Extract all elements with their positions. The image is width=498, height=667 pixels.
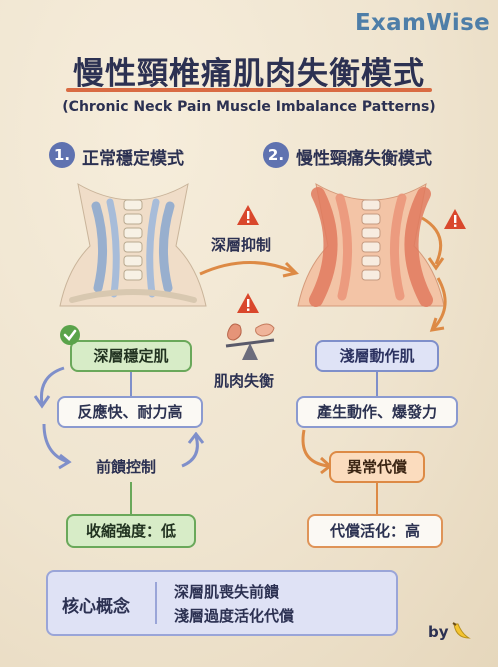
- section-2-number: 2.: [263, 142, 289, 168]
- abnormal-compensation-box: 異常代償: [329, 451, 425, 483]
- curved-arrow-icon: [421, 216, 447, 332]
- imbalanced-neck-illustration: [297, 183, 445, 307]
- core-concept-box: 核心概念 深層肌喪失前饋 淺層過度活化代償: [46, 570, 398, 636]
- warning-icon: [237, 293, 259, 313]
- section-1-heading: 正常穩定模式: [82, 149, 184, 169]
- inhibition-label: 深層抑制: [211, 236, 272, 254]
- warning-icon: [237, 205, 259, 225]
- inhibition-arrow: [199, 261, 299, 278]
- check-icon: [60, 325, 80, 345]
- balance-scale-icon: [225, 323, 275, 360]
- connector-line: [376, 372, 378, 396]
- cycle-arrow-icon: [181, 432, 205, 468]
- page-title: 慢性頸椎痛肌肉失衡模式: [73, 56, 425, 92]
- core-concept-line-1: 深層肌喪失前饋: [174, 583, 280, 601]
- cycle-arrow-icon: [34, 366, 72, 470]
- left-properties-box: 反應快、耐力高: [57, 396, 203, 428]
- connector-line: [130, 482, 132, 514]
- banana-icon: [452, 622, 471, 639]
- brand-logo: ExamWise: [355, 10, 490, 36]
- core-concept-label: 核心概念: [62, 597, 130, 617]
- contraction-box: 收縮強度：低: [66, 514, 196, 548]
- title-underline: [66, 88, 432, 92]
- compensation-activation-box: 代償活化：高: [307, 514, 443, 548]
- divider: [155, 582, 157, 624]
- normal-neck-illustration: [59, 183, 207, 307]
- imbalance-label: 肌肉失衡: [214, 372, 275, 390]
- superficial-mover-box: 淺層動作肌: [315, 340, 439, 372]
- core-concept-line-2: 淺層過度活化代償: [174, 607, 295, 625]
- warning-icon: [444, 209, 466, 229]
- section-1-number: 1.: [49, 142, 75, 168]
- byline: by: [428, 623, 449, 641]
- page-subtitle: (Chronic Neck Pain Muscle Imbalance Patt…: [62, 99, 436, 115]
- deep-stabilizer-box: 深層穩定肌: [70, 340, 192, 372]
- connector-line: [130, 372, 132, 396]
- connector-line: [376, 483, 378, 514]
- feedforward-label: 前饋控制: [96, 458, 157, 476]
- right-properties-box: 產生動作、爆發力: [296, 396, 458, 428]
- section-2-heading: 慢性頸痛失衡模式: [296, 149, 432, 169]
